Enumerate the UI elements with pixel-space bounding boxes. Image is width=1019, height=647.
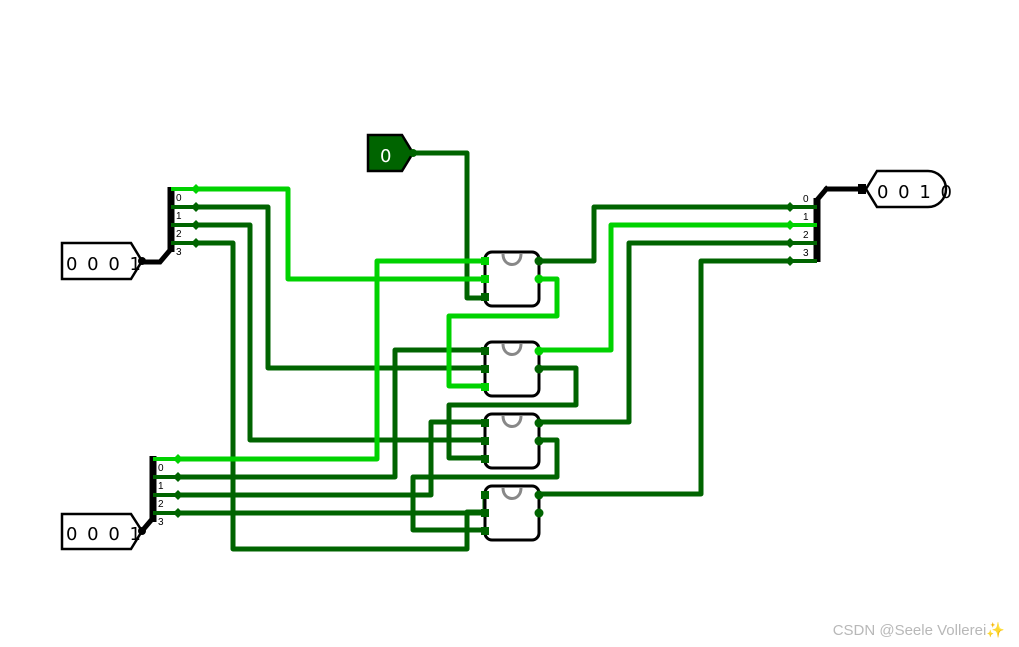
- splitter-bit-label: 1: [158, 481, 164, 492]
- adder-input-port: [481, 383, 489, 391]
- wire-sum2: [536, 240, 793, 425]
- wire-carry-1: [446, 365, 579, 461]
- splitter-bit-label: 2: [158, 499, 164, 510]
- splitter-bit-label: 1: [803, 212, 809, 223]
- adder-input-port: [481, 347, 489, 355]
- adder-input-port: [481, 491, 489, 499]
- splitter-port: [173, 508, 183, 518]
- full-adder-2[interactable]: [481, 412, 544, 470]
- adder-output-port: [534, 346, 544, 356]
- constant-zero[interactable]: 0: [366, 133, 415, 173]
- splitter-b: 0 1 2 3: [140, 456, 178, 533]
- adder-input-port: [481, 419, 489, 427]
- full-adder-3[interactable]: [481, 484, 544, 542]
- splitter-bit-label: 0: [176, 193, 182, 204]
- adder-icon: [501, 487, 523, 500]
- adder-output-port: [534, 256, 544, 266]
- splitter-port: [785, 238, 795, 248]
- adder-icon: [501, 415, 523, 428]
- wire-a3: [193, 240, 488, 552]
- wire-constant-to-fa0: [410, 150, 488, 301]
- wire-a1: [193, 204, 488, 371]
- input-pin-b[interactable]: 0 0 0 1: [60, 512, 144, 551]
- wire-b2: [175, 419, 488, 498]
- output-pin-value: 0 0 1 0: [877, 182, 954, 203]
- splitter-bit-label: 3: [803, 248, 809, 259]
- splitter-bit-label: 2: [803, 230, 809, 241]
- wire-sum1: [536, 222, 793, 353]
- splitter-port: [785, 256, 795, 266]
- adder-output-port: [534, 418, 544, 428]
- watermark: CSDN @Seele Vollerei✨: [832, 622, 1005, 639]
- adder-output-port: [534, 436, 544, 446]
- adder-input-port: [481, 257, 489, 265]
- adder-icon: [501, 253, 523, 266]
- wire-a2: [193, 222, 488, 443]
- adder-input-port: [481, 527, 489, 535]
- adder-input-port: [481, 509, 489, 517]
- adder-input-port: [481, 437, 489, 445]
- splitter-a: 0 1 2 3: [142, 187, 196, 265]
- input-pin-b-value: 0 0 0 1: [66, 524, 143, 545]
- splitter-bit-label: 3: [158, 517, 164, 528]
- adder-output-port: [534, 508, 544, 518]
- wire-b0: [175, 258, 488, 462]
- wire-sum3: [536, 258, 793, 497]
- input-pin-a[interactable]: 0 0 0 1: [60, 241, 144, 281]
- wire-sum0: [536, 204, 793, 264]
- splitter-port: [785, 220, 795, 230]
- splitter-port: [191, 220, 201, 230]
- adder-input-port: [481, 365, 489, 373]
- splitter-bit-label: 0: [803, 194, 809, 205]
- constant-zero-value: 0: [380, 146, 393, 167]
- input-pin-a-value: 0 0 0 1: [66, 254, 143, 275]
- splitter-port: [173, 454, 183, 464]
- splitter-bit-label: 3: [176, 247, 182, 258]
- wire-b1: [175, 347, 488, 480]
- adder-input-port: [481, 275, 489, 283]
- splitter-port: [191, 184, 201, 194]
- wire-a0: [193, 186, 488, 282]
- splitter-out: 0 1 2 3: [790, 185, 830, 263]
- adder-icon: [501, 343, 523, 356]
- adder-output-port: [534, 364, 544, 374]
- splitter-port: [785, 202, 795, 212]
- input-a-port: [138, 257, 146, 265]
- splitter-port: [173, 472, 183, 482]
- adder-output-port: [534, 490, 544, 500]
- adder-output-port: [534, 274, 544, 284]
- input-b-port: [138, 527, 146, 535]
- output-pin: 0 0 1 0: [858, 169, 954, 209]
- full-adder-1[interactable]: [481, 340, 544, 398]
- splitter-bit-label: 1: [176, 211, 182, 222]
- splitter-port: [173, 490, 183, 500]
- full-adder-0[interactable]: [481, 250, 544, 308]
- splitter-port: [191, 202, 201, 212]
- splitter-port: [191, 238, 201, 248]
- constant-port: [409, 149, 417, 157]
- adder-input-port: [481, 293, 489, 301]
- adder-input-port: [481, 455, 489, 463]
- splitter-bit-label: 2: [176, 229, 182, 240]
- wire-carry-0: [446, 276, 560, 389]
- splitter-bit-label: 0: [158, 463, 164, 474]
- wire-carry-2: [410, 437, 560, 533]
